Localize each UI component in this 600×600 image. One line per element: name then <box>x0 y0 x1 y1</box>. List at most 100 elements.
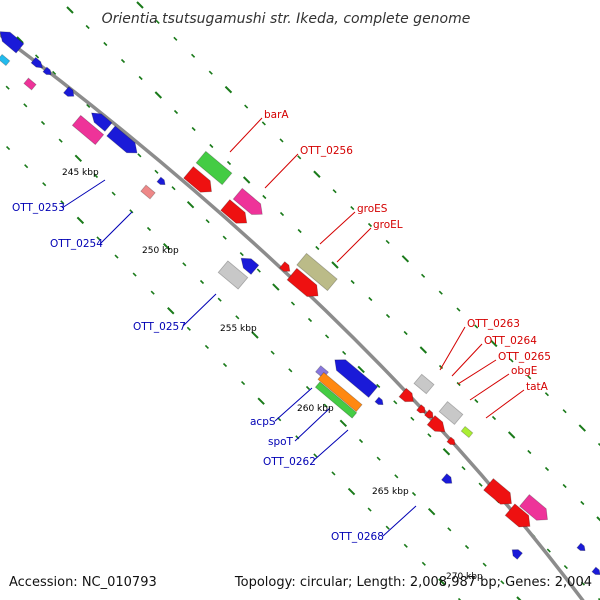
tick-mark <box>464 544 470 550</box>
tick-mark <box>186 200 195 209</box>
gene-feature-OTT_0264[interactable] <box>398 387 417 405</box>
gene-feature-tatA[interactable] <box>460 425 474 439</box>
gene-feature[interactable] <box>591 566 600 577</box>
tick-mark <box>447 527 452 532</box>
tick-mark <box>205 219 210 224</box>
gene-feature-OTT_0268[interactable] <box>441 473 455 487</box>
gene-feature-obgE[interactable] <box>438 401 464 425</box>
gene-feature[interactable] <box>286 267 323 301</box>
gene-feature[interactable] <box>88 109 113 132</box>
gene-feature-OTT_0262[interactable] <box>314 381 358 419</box>
tick-mark <box>546 548 551 553</box>
leader-line <box>182 293 217 327</box>
gene-feature[interactable] <box>576 542 587 553</box>
tick-mark <box>114 254 119 259</box>
gene-label-barA[interactable]: barA <box>264 109 289 121</box>
gene-feature[interactable] <box>446 436 457 447</box>
tick-mark <box>272 283 280 291</box>
tick-mark <box>173 36 178 41</box>
gene-label-OTT_0268[interactable]: OTT_0268 <box>331 531 384 543</box>
gene-label-OTT_0262[interactable]: OTT_0262 <box>263 456 316 468</box>
accession-text: Accession: NC_010793 <box>9 575 157 590</box>
tick-mark <box>74 154 83 163</box>
tick-mark <box>217 297 222 302</box>
tick-mark <box>167 307 175 315</box>
gene-feature-spoT[interactable] <box>317 371 363 413</box>
gene-feature[interactable] <box>424 409 436 421</box>
tick-mark <box>562 483 567 489</box>
tick-mark <box>305 385 311 391</box>
tick-mark <box>527 375 532 380</box>
leader-line <box>485 389 525 419</box>
tick-mark <box>411 491 417 497</box>
gene-label-groES[interactable]: groES <box>357 203 388 215</box>
gene-feature[interactable] <box>23 77 37 91</box>
tick-mark <box>261 121 266 126</box>
tick-mark <box>578 424 587 432</box>
gene-feature[interactable] <box>0 27 25 54</box>
tick-mark <box>427 507 436 516</box>
gene-label-OTT_0256[interactable]: OTT_0256 <box>300 145 353 157</box>
gene-feature[interactable] <box>140 184 156 200</box>
gene-label-OTT_0257[interactable]: OTT_0257 <box>133 321 186 333</box>
gene-feature[interactable] <box>30 56 45 70</box>
gene-feature-OTT_0257[interactable] <box>217 260 249 290</box>
gene-feature-groES[interactable] <box>279 261 293 275</box>
tick-mark <box>410 416 415 421</box>
gene-feature-OTT_0265[interactable] <box>416 404 428 416</box>
tick-mark <box>350 206 355 211</box>
gene-feature-barA[interactable] <box>195 150 233 186</box>
gene-feature[interactable] <box>183 166 217 198</box>
leader-line <box>99 211 133 245</box>
gene-feature-groEL[interactable] <box>296 252 338 292</box>
gene-feature[interactable] <box>63 86 77 100</box>
gene-label-spoT[interactable]: spoT <box>268 436 294 448</box>
gene-label-obgE[interactable]: obgE <box>511 365 537 377</box>
tick-mark <box>474 398 479 404</box>
gene-feature[interactable] <box>237 254 260 275</box>
gene-feature[interactable] <box>0 53 11 67</box>
gene-label-acpS[interactable]: acpS <box>250 416 276 428</box>
gene-feature[interactable] <box>426 415 449 437</box>
gene-feature-OTT_0256[interactable] <box>232 187 267 219</box>
tick-mark <box>562 409 567 414</box>
tick-mark <box>34 54 40 59</box>
tick-mark <box>350 279 355 285</box>
gene-label-OTT_0263[interactable]: OTT_0263 <box>467 318 520 330</box>
gene-feature[interactable] <box>156 176 167 187</box>
tick-mark <box>209 143 214 149</box>
gene-feature[interactable] <box>510 547 523 560</box>
gene-label-groEL[interactable]: groEL <box>373 219 403 231</box>
gene-label-tatA[interactable]: tatA <box>526 381 549 393</box>
tick-mark <box>199 279 205 285</box>
gene-feature[interactable] <box>374 396 385 407</box>
tick-mark <box>331 471 336 476</box>
gene-feature[interactable] <box>330 355 379 398</box>
tick-mark <box>137 153 142 158</box>
gene-feature[interactable] <box>71 114 105 146</box>
gene-feature[interactable] <box>42 66 53 77</box>
gene-label-OTT_0253[interactable]: OTT_0253 <box>12 202 65 214</box>
tick-mark <box>279 211 285 217</box>
gene-feature[interactable] <box>519 494 553 526</box>
tick-mark <box>393 400 398 405</box>
leader-line <box>469 373 510 401</box>
tick-mark <box>103 41 108 47</box>
tick-mark <box>58 138 63 143</box>
tick-mark <box>182 262 187 267</box>
gene-feature-OTT_0263[interactable] <box>413 373 435 395</box>
gene-label-OTT_0265[interactable]: OTT_0265 <box>498 351 551 363</box>
tick-mark <box>580 500 585 506</box>
tick-mark <box>244 104 249 109</box>
gene-feature[interactable] <box>504 503 535 532</box>
gene-feature[interactable] <box>106 125 141 158</box>
tick-mark <box>376 456 381 461</box>
gene-label-OTT_0254[interactable]: OTT_0254 <box>50 238 103 250</box>
tick-mark <box>403 543 408 548</box>
gene-feature[interactable] <box>220 199 251 229</box>
tick-mark <box>313 453 318 458</box>
tick-mark <box>297 228 302 234</box>
gene-label-OTT_0264[interactable]: OTT_0264 <box>484 335 537 347</box>
tick-mark <box>224 85 233 94</box>
gene-feature[interactable] <box>483 478 517 510</box>
